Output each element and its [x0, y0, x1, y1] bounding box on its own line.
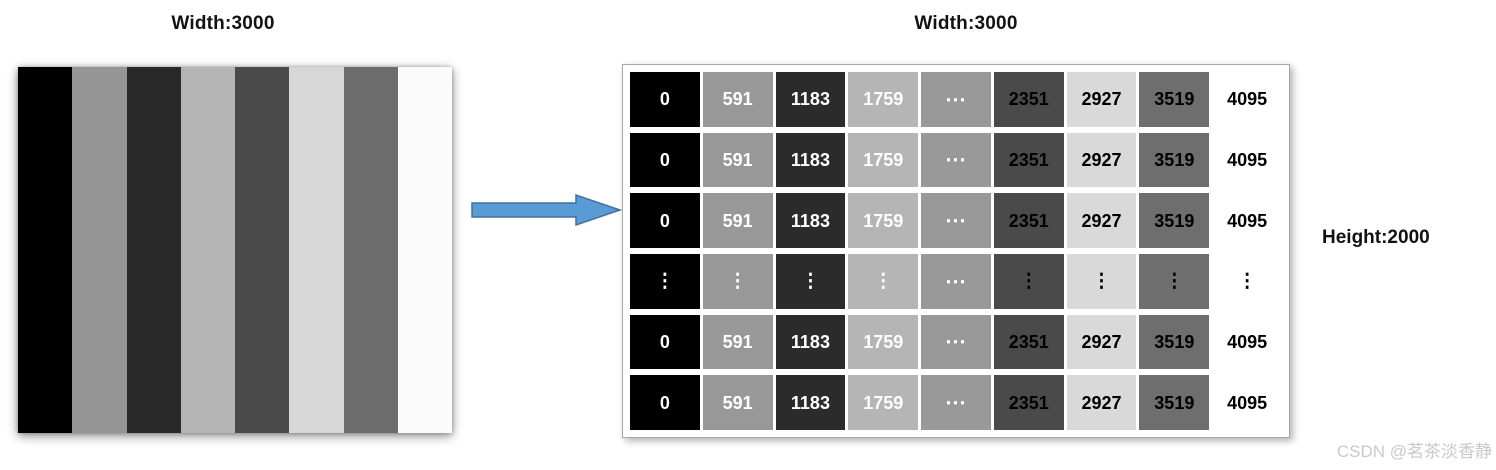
matrix-cell: 1759: [848, 193, 919, 248]
matrix-cell: 0: [630, 72, 700, 127]
left-width-title: Width:3000: [171, 13, 275, 34]
matrix-cell: ⋮: [1212, 254, 1282, 309]
matrix-cell: 2351: [993, 375, 1064, 430]
grayscale-bar: [397, 67, 452, 433]
matrix-cell: ⋮: [630, 254, 700, 309]
matrix-cell: ⋮: [848, 254, 919, 309]
matrix-cell: 4095: [1212, 193, 1282, 248]
matrix-cell: 4095: [1212, 132, 1282, 188]
matrix-cell: 2351: [993, 72, 1064, 127]
matrix-cell: 1183: [775, 314, 846, 370]
grayscale-bars-image: [18, 67, 452, 433]
matrix-cell: ⋯: [921, 375, 991, 430]
matrix-cell: 591: [702, 72, 773, 127]
matrix-cell: 0: [630, 314, 700, 370]
matrix-cell: ⋯: [921, 254, 991, 309]
matrix-cell: 2927: [1066, 193, 1137, 248]
matrix-cell: ⋮: [1139, 254, 1210, 309]
matrix-cell: 1759: [848, 132, 919, 188]
arrow-right-shape: [471, 193, 623, 227]
matrix-cell: 2351: [993, 132, 1064, 188]
height-label: Height:2000: [1322, 227, 1430, 248]
matrix-cell: 591: [702, 193, 773, 248]
matrix-cell: 1183: [775, 72, 846, 127]
matrix-cell: 2927: [1066, 314, 1137, 370]
matrix-cell: 2351: [993, 193, 1064, 248]
matrix-cell: 591: [702, 132, 773, 188]
matrix-cell: ⋯: [921, 193, 991, 248]
matrix-cell: ⋮: [1066, 254, 1137, 309]
matrix-cell: 4095: [1212, 314, 1282, 370]
matrix-cell: ⋯: [921, 314, 991, 370]
matrix-cell: 3519: [1139, 132, 1210, 188]
matrix-cell: 4095: [1212, 375, 1282, 430]
matrix-cell: ⋯: [921, 132, 991, 188]
matrix-cell: 591: [702, 375, 773, 430]
matrix-cell: 1759: [848, 72, 919, 127]
matrix-cell: 2351: [993, 314, 1064, 370]
watermark-text: CSDN @茗茶淡香静: [1336, 442, 1492, 461]
matrix-cell: 0: [630, 375, 700, 430]
grayscale-bar: [180, 67, 235, 433]
matrix-cell: 3519: [1139, 72, 1210, 127]
matrix-cell: ⋯: [921, 72, 991, 127]
matrix-cell: 0: [630, 132, 700, 188]
matrix-cell: 2927: [1066, 72, 1137, 127]
matrix-cell: 2927: [1066, 132, 1137, 188]
grayscale-bar: [289, 67, 344, 433]
grayscale-bar: [18, 67, 73, 433]
grayscale-bar: [72, 67, 127, 433]
matrix-cell: 3519: [1139, 314, 1210, 370]
matrix-cell: 0: [630, 193, 700, 248]
matrix-cell: 1759: [848, 314, 919, 370]
matrix-cell: 3519: [1139, 375, 1210, 430]
matrix-cell: ⋮: [702, 254, 773, 309]
matrix-cell: 1183: [775, 193, 846, 248]
grayscale-bar: [126, 67, 181, 433]
matrix-cell: ⋮: [993, 254, 1064, 309]
matrix-cell: 1183: [775, 132, 846, 188]
matrix-cell: 1759: [848, 375, 919, 430]
matrix-cell: 2927: [1066, 375, 1137, 430]
matrix-cell: 3519: [1139, 193, 1210, 248]
matrix-cell: 591: [702, 314, 773, 370]
arrow-right-icon: [471, 193, 623, 227]
matrix-cell: 4095: [1212, 72, 1282, 127]
right-width-title: Width:3000: [914, 13, 1018, 34]
grayscale-bar: [235, 67, 290, 433]
matrix-cell: ⋮: [775, 254, 846, 309]
matrix-cell: 1183: [775, 375, 846, 430]
grayscale-bar: [343, 67, 398, 433]
